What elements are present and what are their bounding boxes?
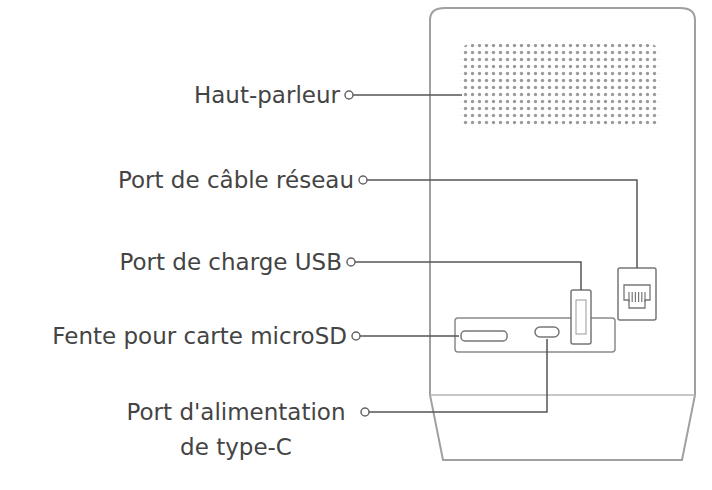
usb-port [571,290,591,344]
typec-port [535,327,559,337]
device-housing [430,8,695,460]
ethernet-socket [624,285,650,308]
speaker-grille [460,44,660,128]
ethernet-port [618,268,656,320]
part-label: Haut-parleur [194,78,340,113]
part-label: Port d'alimentation de type-C [116,395,356,465]
leader-lines [353,95,637,412]
microsd-slot [461,331,507,341]
leader-dots [345,91,369,416]
usb-port-tongue [576,300,586,334]
part-label: Port de câble réseau [118,163,354,198]
part-label: Fente pour carte microSD [52,319,347,354]
ethernet-pins [629,292,645,302]
base-edge [430,394,695,396]
part-label: Port de charge USB [119,245,342,280]
